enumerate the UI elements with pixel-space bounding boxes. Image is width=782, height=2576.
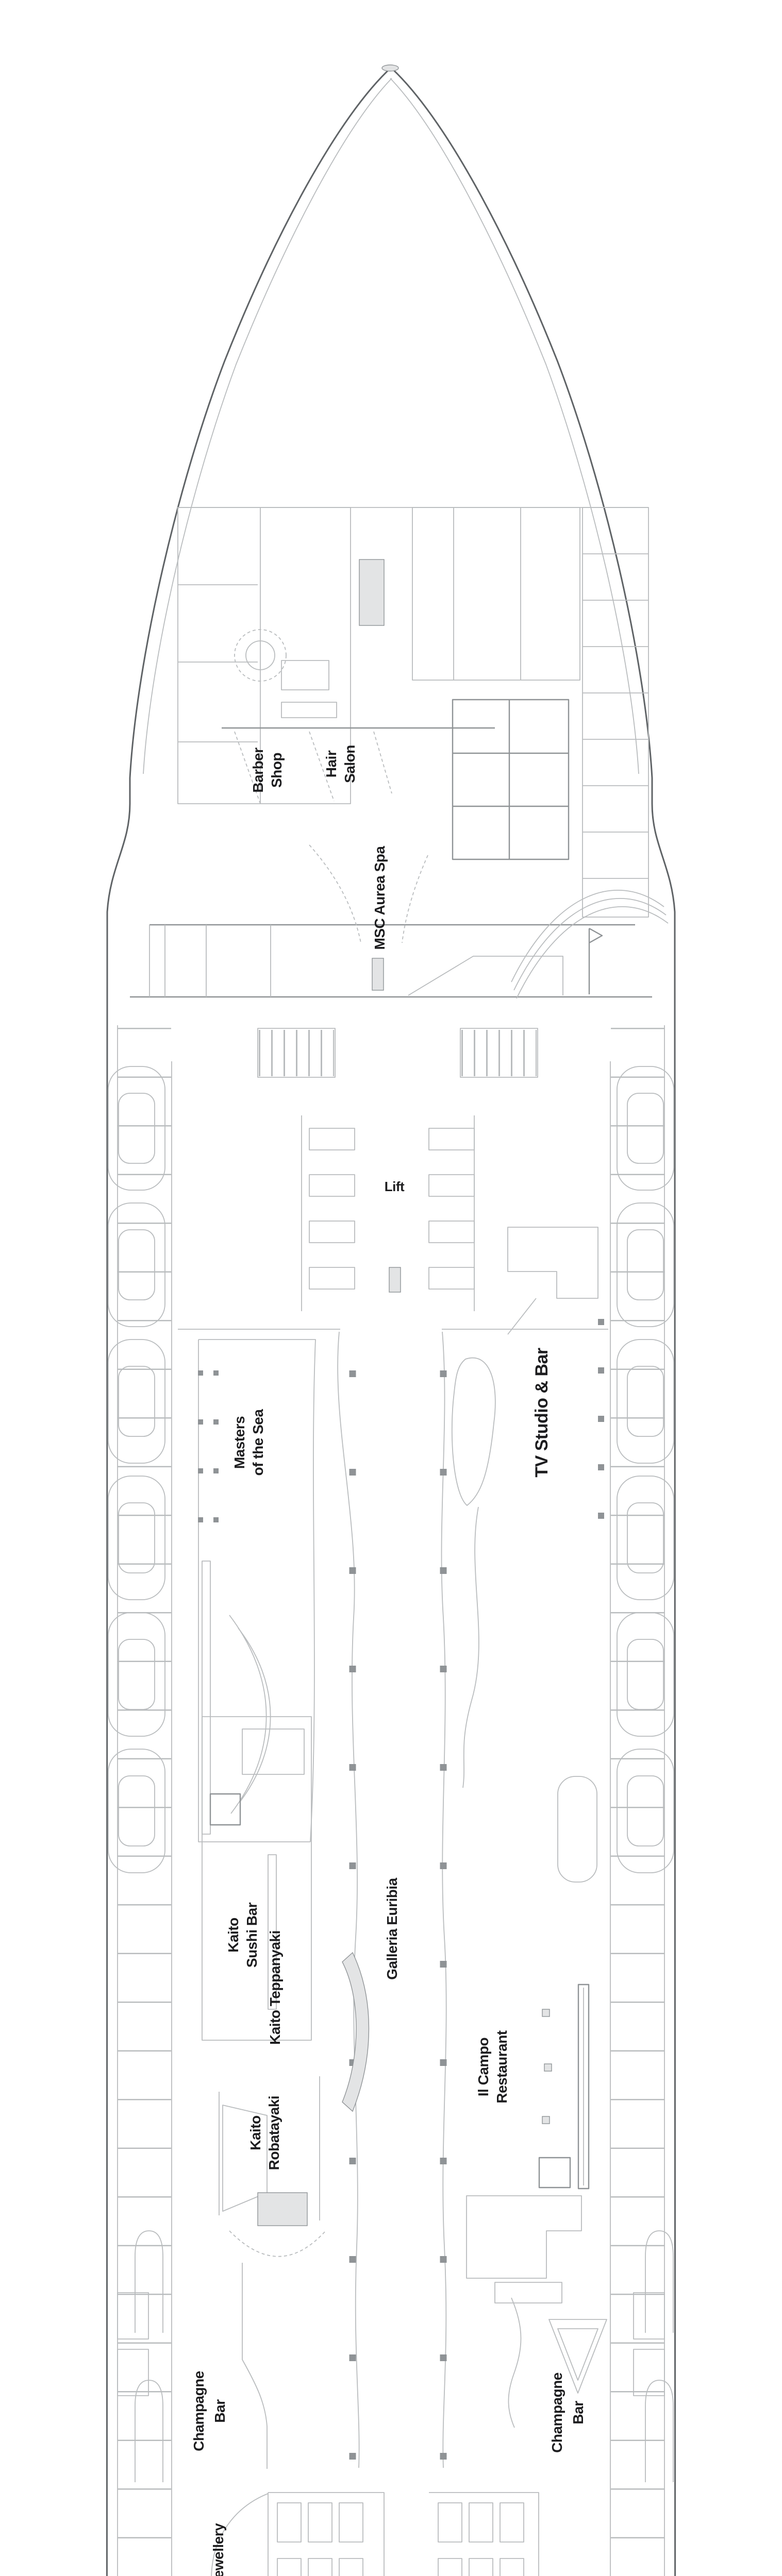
label-champagne-bar-right-2: Bar [570,2401,586,2425]
label-barber-shop: Barber [250,748,266,793]
label-hair-salon-2: Salon [342,745,358,783]
lifeboats-right [617,1066,674,2396]
label-msc-aurea-spa: MSC Aurea Spa [372,846,388,950]
label-il-campo-2: Restaurant [494,2030,510,2103]
label-kaito-robatayaki-2: Robatayaki [266,2096,282,2170]
galleria-stair-arc [342,1952,370,2112]
label-champagne-bar-right: Champagne [549,2372,565,2453]
tv-studio-bar [451,1227,604,1883]
pennant [588,927,603,994]
pub-bar-counter [202,1561,211,1835]
label-lift-spa: Lift [385,1179,405,1194]
spa-corridor-lift [372,958,384,991]
label-fine-jewellery: Fine Jewellery [210,2523,226,2576]
spa-area [177,507,669,1330]
bow-cap [381,64,399,72]
labels: Barber Shop Hair Salon MSC Aurea Spa Lif… [191,745,586,2576]
label-kaito-teppanyaki: Kaito Teppanyaki [267,1930,283,2045]
label-kaito-sushi-2: Sushi Bar [244,1902,260,1968]
sauna-grid [452,699,570,860]
label-barber-shop-2: Shop [269,753,285,788]
label-hair-salon: Hair [323,750,339,777]
label-champagne-bar-left-2: Bar [212,2399,228,2423]
spa-lift-shaft [359,559,385,626]
midship-lobby [211,2492,539,2576]
label-kaito-robatayaki: Kaito [247,2115,263,2150]
lift-shaft [389,1267,401,1293]
label-masters: Masters [231,1416,247,1469]
robata-grill [257,2192,308,2226]
label-il-campo: Il Campo [475,2037,491,2096]
cabin-bands [118,1028,664,2576]
lifeboats-left [108,1066,165,2396]
sushi-counter [268,1854,277,2010]
label-kaito-sushi: Kaito [225,1918,241,1953]
hull-outline [106,64,676,2576]
jacuzzi [234,629,287,682]
label-galleria-euribia: Galleria Euribia [384,1877,400,1979]
buffet-counter [577,1984,590,2190]
label-masters-2: of the Sea [250,1409,266,1476]
il-campo [466,1984,590,2303]
label-champagne-bar-left: Champagne [191,2371,207,2451]
kaito-area [202,1716,325,2257]
champagne-bars [135,2230,674,2483]
promenade [337,1331,447,2468]
masters-of-the-sea [198,1339,316,1842]
label-tv-studio-bar: TV Studio & Bar [532,1348,552,1478]
